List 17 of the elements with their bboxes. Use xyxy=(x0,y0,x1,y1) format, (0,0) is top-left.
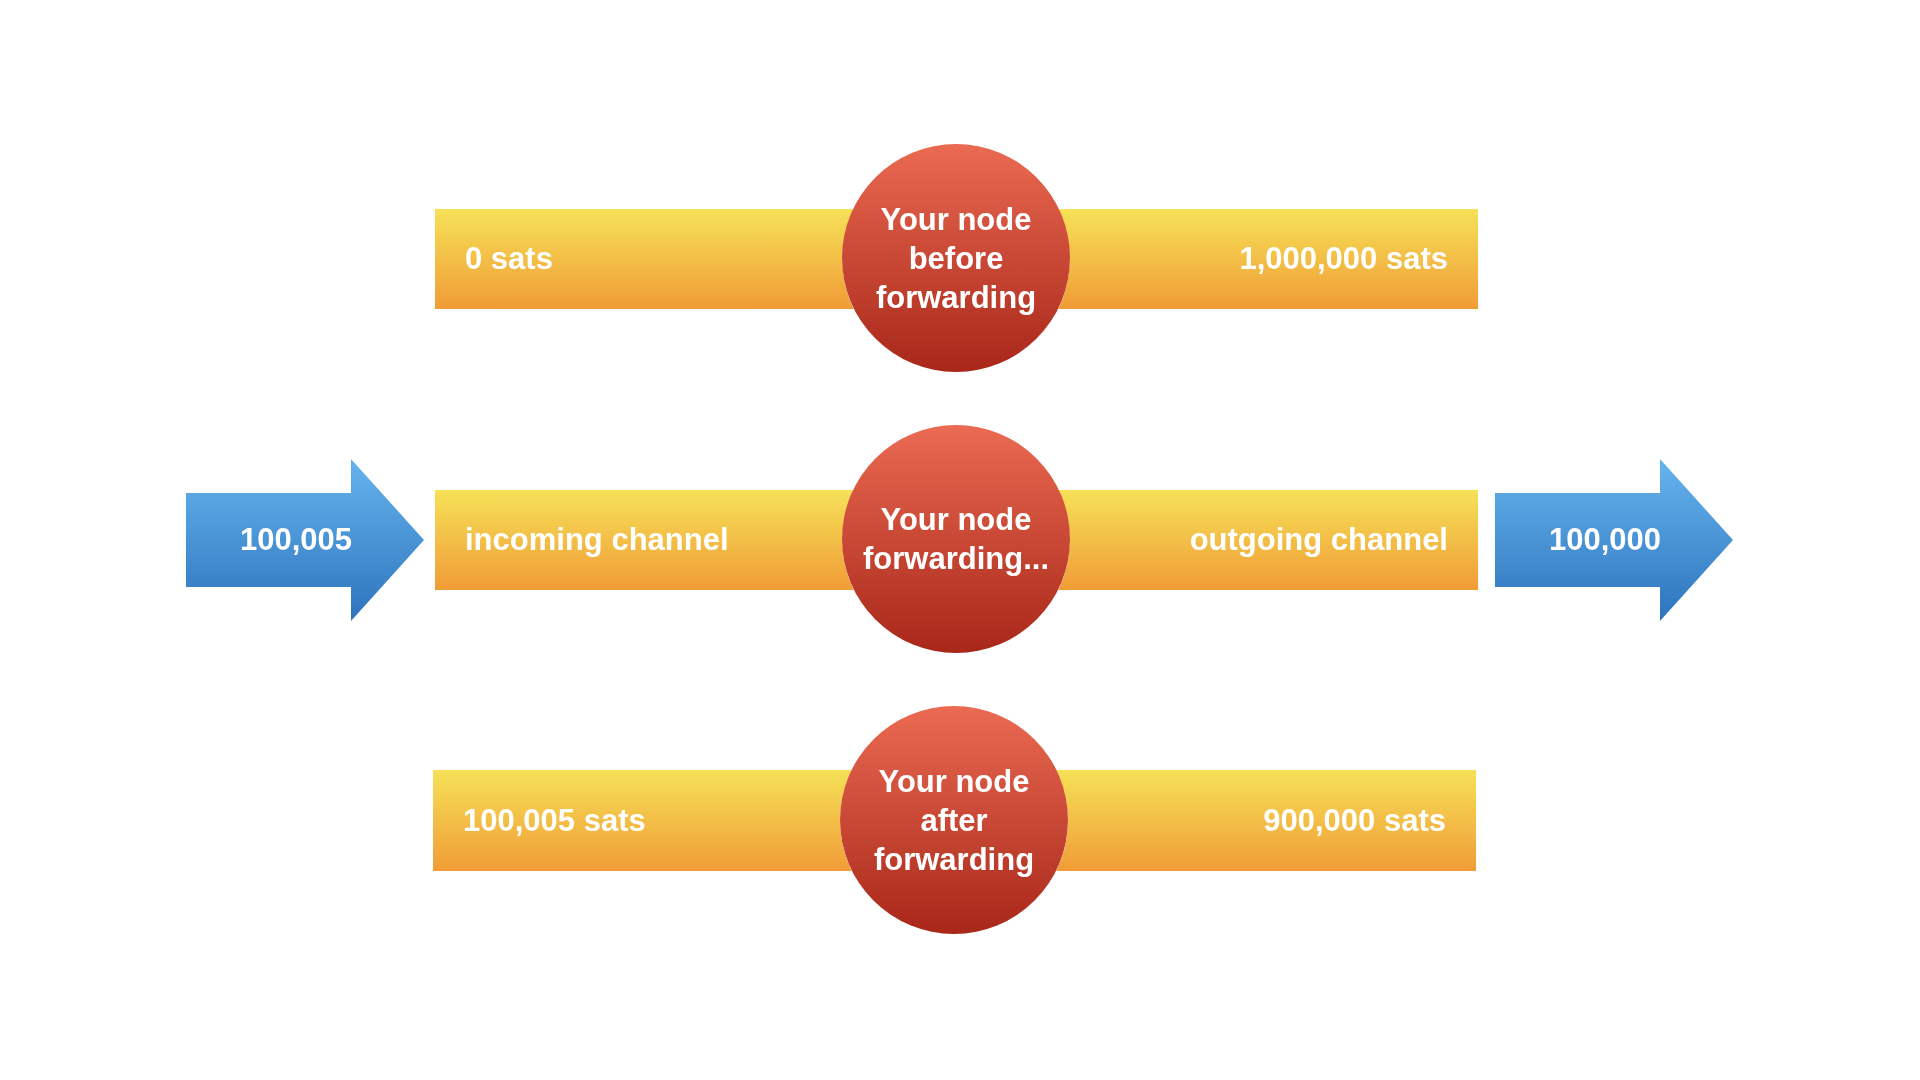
balance-label: 0 sats xyxy=(465,241,553,277)
channel-bar xyxy=(1058,209,1478,309)
channel-bar xyxy=(435,209,854,309)
channel-bar xyxy=(1056,770,1476,871)
balance-label: incoming channel xyxy=(465,522,729,558)
channel-bar xyxy=(433,770,852,871)
balance-label: outgoing channel xyxy=(1189,522,1448,558)
balance-label: 900,000 sats xyxy=(1263,802,1446,839)
balance-label: 1,000,000 sats xyxy=(1239,241,1448,277)
channel-bar xyxy=(435,490,854,590)
amount-label: 100,000 xyxy=(1548,522,1662,558)
node-label: Your node before forwarding xyxy=(874,200,1038,317)
amount-label: 100,005 xyxy=(239,522,353,558)
node-label: Your node forwarding... xyxy=(862,501,1050,578)
channel-bar xyxy=(1058,490,1478,590)
node-label: Your node after forwarding xyxy=(872,762,1036,879)
balance-label: 100,005 sats xyxy=(463,802,646,839)
